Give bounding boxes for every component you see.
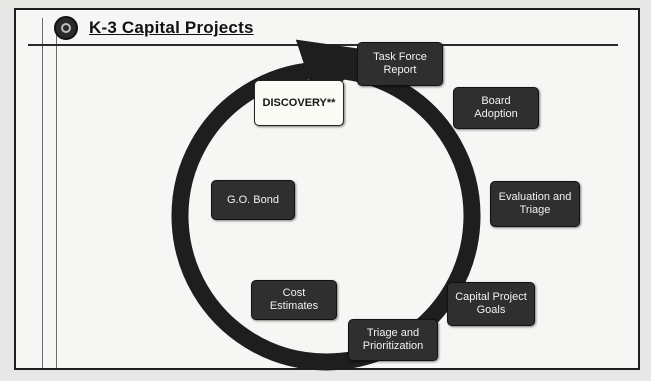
- margin-rule: [56, 30, 57, 368]
- cycle-step-go-bond: G.O. Bond: [211, 180, 295, 220]
- cycle-step-cost-estimates: Cost Estimates: [251, 280, 337, 320]
- cycle-step-board-adoption: Board Adoption: [453, 87, 539, 129]
- page-title: K-3 Capital Projects: [89, 18, 254, 37]
- cycle-step-evaluation-and-triage: Evaluation and Triage: [490, 181, 580, 227]
- cycle-ring: [171, 61, 481, 371]
- cycle-step-discovery: DISCOVERY**: [254, 80, 344, 126]
- cycle-step-capital-project-goals: Capital Project Goals: [447, 282, 535, 326]
- district-seal-icon: [54, 16, 78, 40]
- cycle-ring-arrow: [295, 39, 374, 106]
- cycle-step-triage-and-prioritization: Triage and Prioritization: [348, 319, 438, 361]
- margin-rule: [42, 18, 43, 368]
- cycle-step-task-force-report: Task Force Report: [357, 42, 443, 86]
